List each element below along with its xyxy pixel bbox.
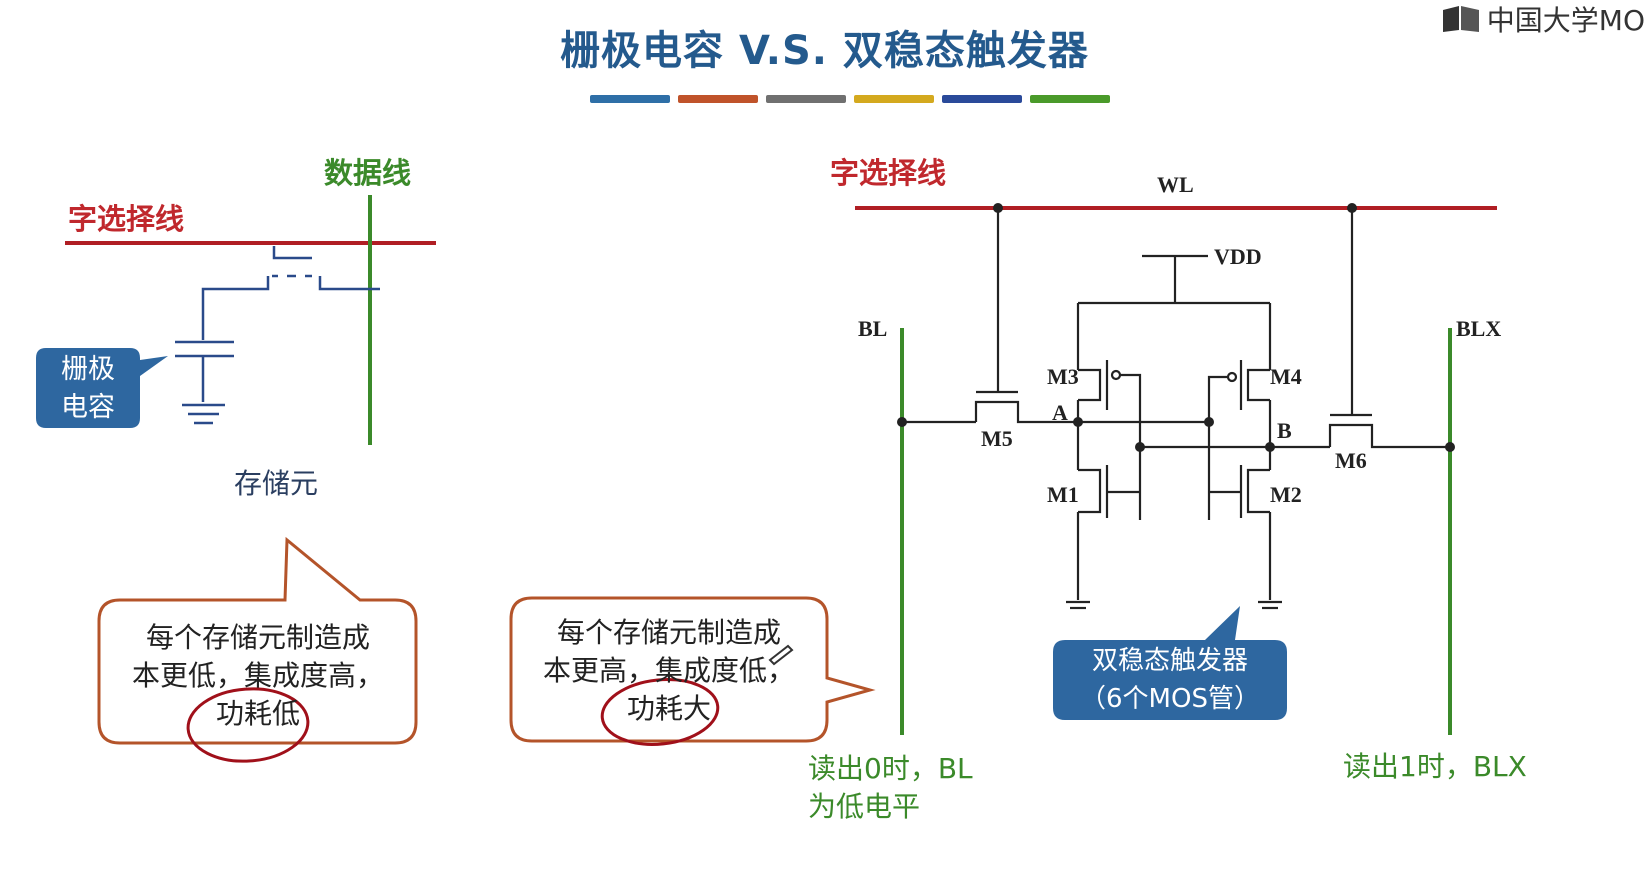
accent-bar-4 <box>854 95 934 103</box>
read1-note: 读出1时，BLX <box>1343 750 1527 783</box>
left-callout-line-1: 每个存储元制造成 <box>145 621 370 654</box>
data-line-label: 数据线 <box>324 156 412 190</box>
middle-callout-line-1: 每个存储元制造成 <box>556 616 781 649</box>
read0-note: 读出0时，BL 为低电平 <box>808 750 973 826</box>
gate-capacitor-callout-box <box>36 348 168 428</box>
accent-bar-3 <box>766 95 846 103</box>
m4-label: M4 <box>1270 364 1302 389</box>
flipflop-callout-box <box>1053 606 1287 720</box>
book-logo-icon <box>1442 6 1479 32</box>
middle-callout-line-3: 功耗大 <box>626 692 711 725</box>
accent-bar-5 <box>942 95 1022 103</box>
m2-label: M2 <box>1270 482 1302 507</box>
accent-bars <box>590 95 1110 103</box>
flipflop-line-1: 双稳态触发器 <box>1091 646 1248 676</box>
logo-text: 中国大学MO <box>1486 4 1645 37</box>
slide-title: 栅极电容 V.S. 双稳态触发器 <box>560 28 1089 74</box>
read0-note-line-2: 为低电平 <box>808 790 921 823</box>
left-mos-transistor <box>175 246 380 425</box>
middle-callout-bubble <box>509 596 876 743</box>
left-callout-line-2: 本更低，集成度高， <box>131 659 384 692</box>
accent-bar-6 <box>1030 95 1110 103</box>
m3-label: M3 <box>1047 364 1079 389</box>
gate-capacitor-label: 栅极 电容 <box>36 351 140 427</box>
middle-callout-text: 每个存储元制造成 本更高，集成度低， 功耗大 <box>512 614 826 728</box>
vdd-label: VDD <box>1214 244 1262 269</box>
sram-nodes <box>897 417 1455 452</box>
m6-label: M6 <box>1335 448 1367 473</box>
left-word-line-label: 字选择线 <box>68 202 185 236</box>
flipflop-line-2: （6个MOS管） <box>1080 684 1260 714</box>
accent-bar-2 <box>678 95 758 103</box>
node-a-label: A <box>1052 400 1068 425</box>
sram-wiring <box>902 208 1450 610</box>
left-callout-line-3: 功耗低 <box>215 697 300 730</box>
m5-label: M5 <box>981 426 1013 451</box>
node-b-label: B <box>1277 418 1292 443</box>
right-word-line-label: 字选择线 <box>830 156 947 190</box>
read0-note-line-1: 读出0时，BL <box>808 752 973 785</box>
pencil-cursor-icon <box>768 644 794 666</box>
gate-capacitor-line-1: 栅极 <box>61 354 115 385</box>
m1-label: M1 <box>1047 482 1079 507</box>
wl-label: WL <box>1157 172 1194 197</box>
gate-capacitor-line-2: 电容 <box>61 392 115 423</box>
middle-circle-mark <box>600 678 720 746</box>
flipflop-label: 双稳态触发器 （6个MOS管） <box>1053 642 1287 718</box>
middle-callout-line-2: 本更高，集成度低， <box>542 654 795 687</box>
left-circle-mark <box>186 687 310 763</box>
accent-bar-1 <box>590 95 670 103</box>
storage-cell-label: 存储元 <box>234 467 319 500</box>
left-callout-bubble <box>97 536 418 745</box>
bl-label: BL <box>858 316 888 341</box>
left-callout-text: 每个存储元制造成 本更低，集成度高， 功耗低 <box>100 619 416 733</box>
blx-label: BLX <box>1456 316 1502 341</box>
mooc-logo: 中国大学MO <box>1441 2 1645 37</box>
